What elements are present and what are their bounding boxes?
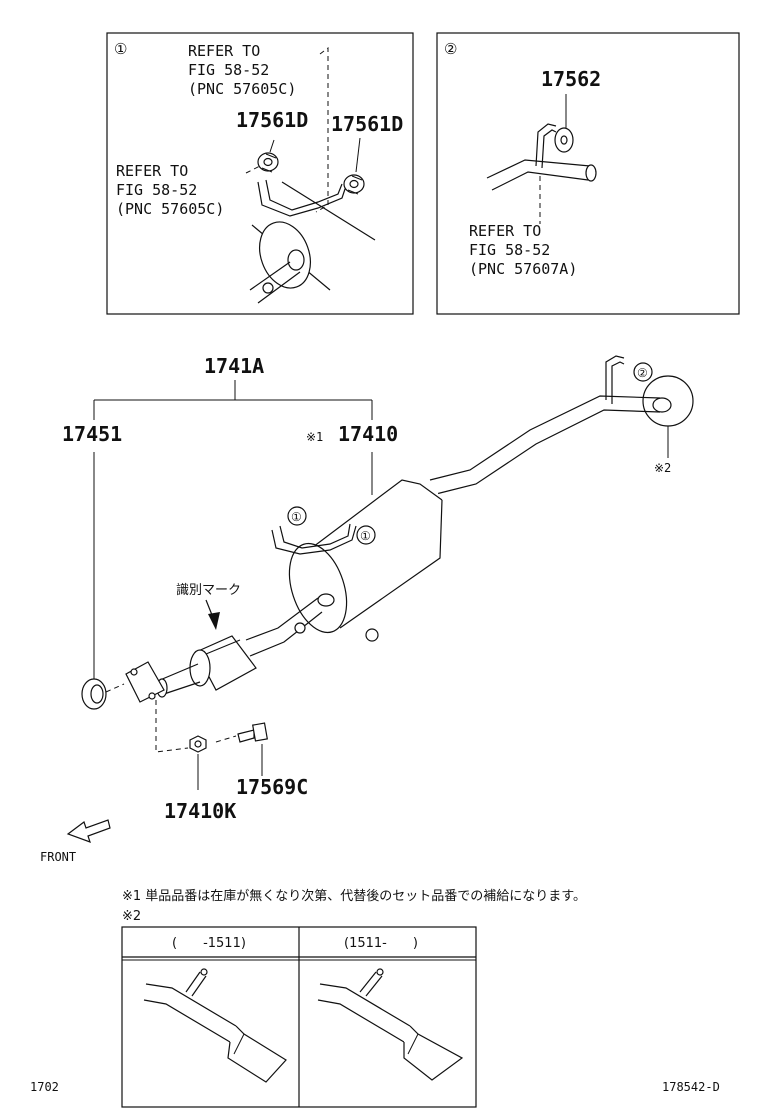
detail-2-ref-line-1: REFER TO <box>469 222 541 240</box>
front-label: FRONT <box>40 850 76 864</box>
ident-mark-label: 識別マーク <box>176 583 241 598</box>
detail-1-ref-left-line-3: (PNC 57605C) <box>116 200 224 218</box>
callout-1a-circle <box>287 506 307 526</box>
part-17410[interactable]: 17410 <box>338 422 398 446</box>
nut-icon[interactable] <box>189 735 207 753</box>
footer-page-code: 1702 <box>30 1080 59 1094</box>
detail-1-ref-top-line-2: FIG 58-52 <box>188 61 269 79</box>
note-1: ※1 単品品番は在庫が無くなり次第、代替後のセット品番での補給になります。 <box>122 888 586 904</box>
rubber-mount-right-icon[interactable] <box>343 174 365 195</box>
variant-table: ( -1511) (1511- ) <box>121 926 477 1108</box>
tail-pipe-end <box>642 375 694 427</box>
variant-header-before: ( -1511) <box>172 936 246 951</box>
detail-1-part-17561D-right[interactable]: 17561D <box>331 112 403 136</box>
callout-2: ② <box>637 366 648 380</box>
detail-1-part-17561D-left[interactable]: 17561D <box>236 108 308 132</box>
main-assembly: 1741A 17451 ※1 17410 ② ※2 <box>40 354 694 864</box>
rubber-mount-left-icon[interactable] <box>257 152 279 173</box>
variant-header-after: (1511- ) <box>344 936 418 951</box>
front-arrow-icon <box>66 819 111 843</box>
detail-2-ref-line-2: FIG 58-52 <box>469 241 550 259</box>
detail-1-ref-left-line-2: FIG 58-52 <box>116 181 197 199</box>
detail-2-marker: ② <box>444 40 457 58</box>
muffler-body[interactable] <box>279 478 443 642</box>
hanger-rubber-icon[interactable] <box>554 127 574 153</box>
tail-pipe-before-1511 <box>143 968 287 1083</box>
detail-1-ref-top-line-1: REFER TO <box>188 42 260 60</box>
detail-1-ref-left-line-1: REFER TO <box>116 162 188 180</box>
part-17569C[interactable]: 17569C <box>236 775 308 799</box>
part-1741A[interactable]: 1741A <box>204 354 264 378</box>
part-17451[interactable]: 17451 <box>62 422 122 446</box>
part-17410K[interactable]: 17410K <box>164 799 236 823</box>
front-flange[interactable] <box>125 661 165 703</box>
detail-2-part-17562[interactable]: 17562 <box>541 67 601 91</box>
callout-1b-circle <box>356 525 376 545</box>
ident-mark-arrow-icon <box>208 612 220 630</box>
footer-figure-id: 178542-D <box>662 1080 720 1094</box>
gasket-icon[interactable] <box>81 678 107 710</box>
detail-1-marker: ① <box>114 40 127 58</box>
muffler-note-mark: ※1 <box>306 430 323 444</box>
detail-2-ref-line-3: (PNC 57607A) <box>469 260 577 278</box>
detail-box-2: ② 17562 REFER TO FIG 58-52 (PNC 57607A) <box>436 32 740 315</box>
callout-1b: ① <box>360 529 371 543</box>
tail-pipe-after-1511 <box>317 968 464 1081</box>
bolt-icon[interactable] <box>237 722 268 743</box>
detail-1-ref-top-line-3: (PNC 57605C) <box>188 80 296 98</box>
catalytic-converter[interactable] <box>189 635 257 691</box>
tail-note-mark: ※2 <box>654 461 671 475</box>
detail-box-1: ① REFER TO FIG 58-52 (PNC 57605C) 17561D… <box>106 32 414 315</box>
callout-2-circle <box>633 362 653 382</box>
tail-pipe-hanger[interactable] <box>605 355 625 404</box>
note-2: ※2 <box>122 909 141 924</box>
callout-1a: ① <box>291 510 302 524</box>
